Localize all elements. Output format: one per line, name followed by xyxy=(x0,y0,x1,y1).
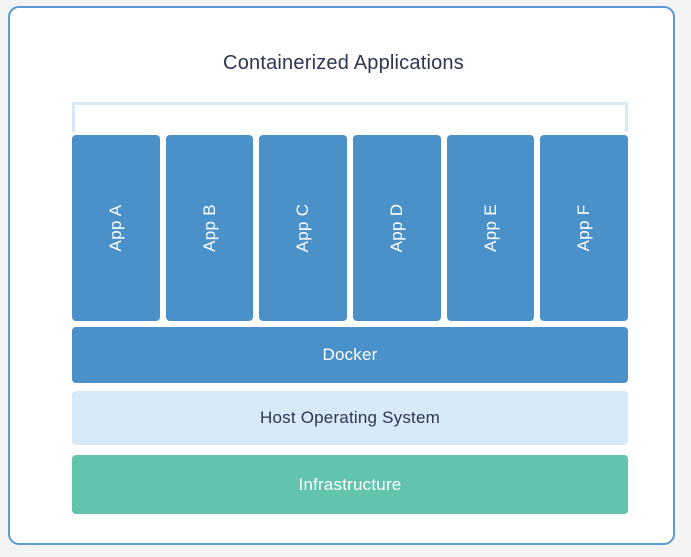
app-box-f[interactable]: App F xyxy=(540,135,629,321)
app-box-b[interactable]: App B xyxy=(165,135,254,321)
application-container-row: App A App B App C App D App E App F xyxy=(72,135,629,321)
app-label-b: App B xyxy=(199,204,219,252)
page-title: Containerized Applications xyxy=(223,52,464,74)
layer-host-operating-system[interactable]: Host Operating System xyxy=(72,391,628,445)
app-label-e: App E xyxy=(480,204,500,252)
containerized-apps-bracket xyxy=(72,102,628,132)
layer-docker[interactable]: Docker xyxy=(72,327,628,383)
diagram-card: Containerized Applications App A App B A… xyxy=(8,6,675,545)
app-box-a[interactable]: App A xyxy=(72,135,160,321)
app-box-d[interactable]: App D xyxy=(353,135,441,321)
app-label-f: App F xyxy=(574,204,594,252)
app-box-e[interactable]: App E xyxy=(446,135,535,321)
app-box-c[interactable]: App C xyxy=(259,135,348,321)
app-label-d: App D xyxy=(386,203,406,253)
layer-infrastructure[interactable]: Infrastructure xyxy=(72,455,628,514)
app-label-a: App A xyxy=(105,204,125,252)
app-label-c: App C xyxy=(293,203,313,253)
